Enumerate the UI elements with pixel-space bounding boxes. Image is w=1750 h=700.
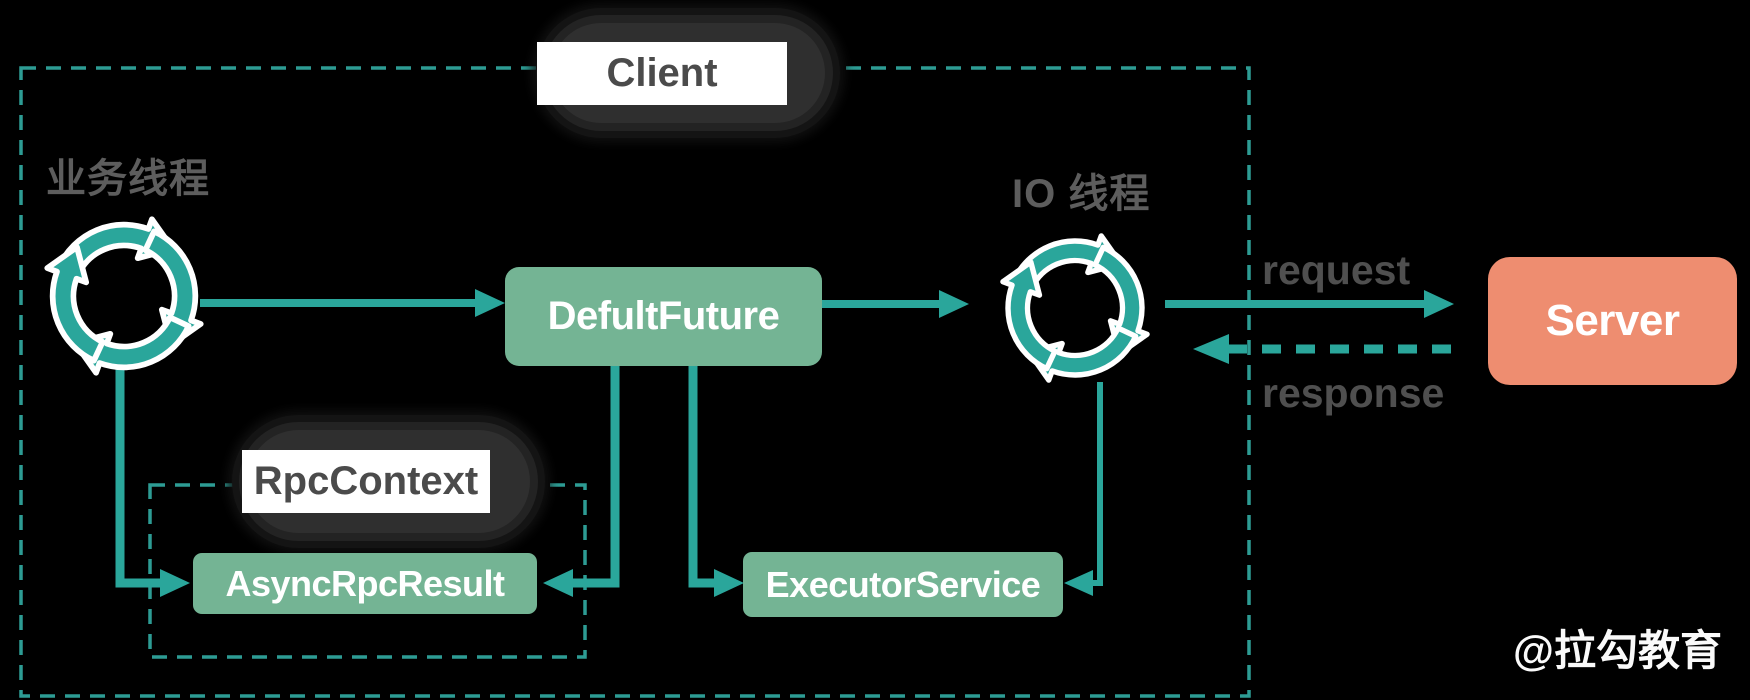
watermark-text: @拉勾教育 bbox=[1513, 627, 1722, 674]
request-flow-label: request bbox=[1262, 247, 1411, 293]
arrow-business-to-asyncrpcresult-line bbox=[115, 368, 162, 588]
arrow-business-to-asyncrpcresult-head bbox=[160, 569, 190, 597]
business-thread-loop-icon bbox=[47, 219, 200, 372]
defultfuture-node: DefultFuture bbox=[505, 267, 822, 366]
arrow-defultfuture-to-executorservice-head bbox=[714, 569, 744, 597]
rpccontext-label: RpcContext bbox=[242, 450, 490, 513]
executorservice-node: ExecutorService bbox=[743, 552, 1063, 617]
arrow-business-to-defultfuture-head bbox=[475, 289, 505, 317]
io-thread-loop-icon bbox=[1003, 236, 1147, 380]
server-node: Server bbox=[1488, 257, 1737, 385]
asyncrpcresult-node: AsyncRpcResult bbox=[193, 553, 537, 614]
arrow-defultfuture-to-executorservice-line bbox=[688, 366, 716, 588]
business-thread-label: 业务线程 bbox=[46, 157, 210, 201]
arrow-defultfuture-to-asyncrpcresult-line bbox=[571, 366, 620, 588]
response-arrow-head bbox=[1193, 334, 1229, 364]
arrow-defultfuture-to-asyncrpcresult-head bbox=[543, 569, 573, 597]
response-flow-label: response bbox=[1262, 370, 1445, 416]
arrow-io-to-executorservice-head bbox=[1064, 570, 1093, 596]
arrow-defultfuture-to-io-head bbox=[939, 290, 969, 318]
client-label: Client bbox=[537, 42, 787, 105]
io-thread-label: IO 线程 bbox=[1012, 172, 1151, 216]
request-arrow-head bbox=[1424, 290, 1454, 318]
arrow-io-to-executorservice-line bbox=[1092, 382, 1103, 586]
rpccontext-boundary-dashed-border bbox=[148, 483, 587, 659]
